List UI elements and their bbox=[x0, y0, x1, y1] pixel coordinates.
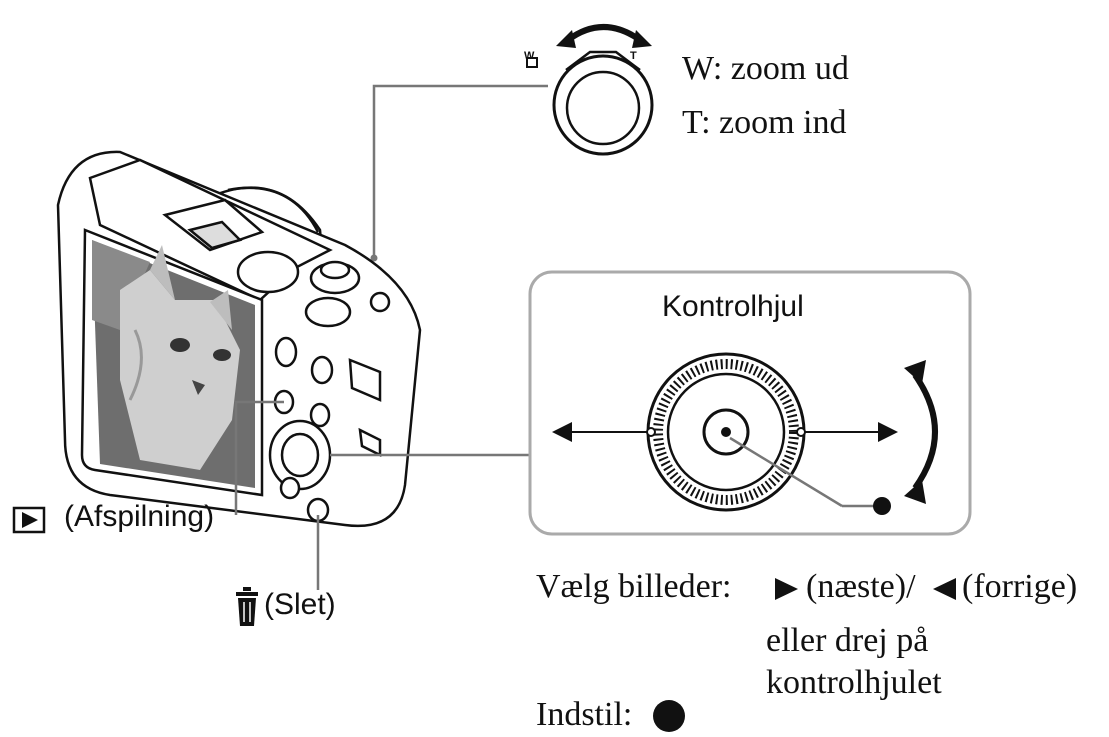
rotate-line-2: kontrolhjulet bbox=[766, 664, 942, 701]
lcd-screen bbox=[92, 240, 255, 488]
select-prefix: Vælg billeder: bbox=[536, 568, 732, 605]
prev-triangle-icon bbox=[933, 578, 956, 600]
zoom-w-mark: W bbox=[524, 50, 535, 62]
control-wheel-illustration[interactable] bbox=[646, 352, 806, 512]
next-label: (næste)/ bbox=[806, 568, 916, 605]
trash-icon bbox=[236, 587, 258, 626]
zoom-leader-line bbox=[372, 84, 548, 258]
camera-buttons bbox=[268, 336, 334, 523]
zoom-lever[interactable] bbox=[526, 24, 654, 156]
set-large-dot-icon bbox=[653, 700, 685, 732]
rotate-line-1: eller drej på bbox=[766, 622, 929, 659]
cat-photo bbox=[120, 270, 240, 470]
set-dot-icon bbox=[873, 497, 891, 515]
zoom-out-label: W: zoom ud bbox=[682, 50, 849, 87]
control-wheel-title: Kontrolhjul bbox=[662, 290, 804, 323]
playback-label: (Afspilning) bbox=[64, 500, 215, 533]
play-icon bbox=[12, 506, 46, 534]
zoom-rotation-arrow-icon bbox=[566, 24, 642, 43]
zoom-in-label: T: zoom ind bbox=[682, 104, 847, 141]
rotation-arrow-icon bbox=[912, 373, 938, 490]
playback-leader-line bbox=[234, 400, 284, 515]
set-label: Indstil: bbox=[536, 696, 633, 733]
zoom-t-mark: T bbox=[630, 50, 637, 62]
wide-icon bbox=[526, 57, 538, 68]
delete-label: (Slet) bbox=[264, 588, 336, 621]
prev-label: (forrige) bbox=[962, 568, 1078, 605]
next-triangle-icon bbox=[775, 578, 798, 600]
